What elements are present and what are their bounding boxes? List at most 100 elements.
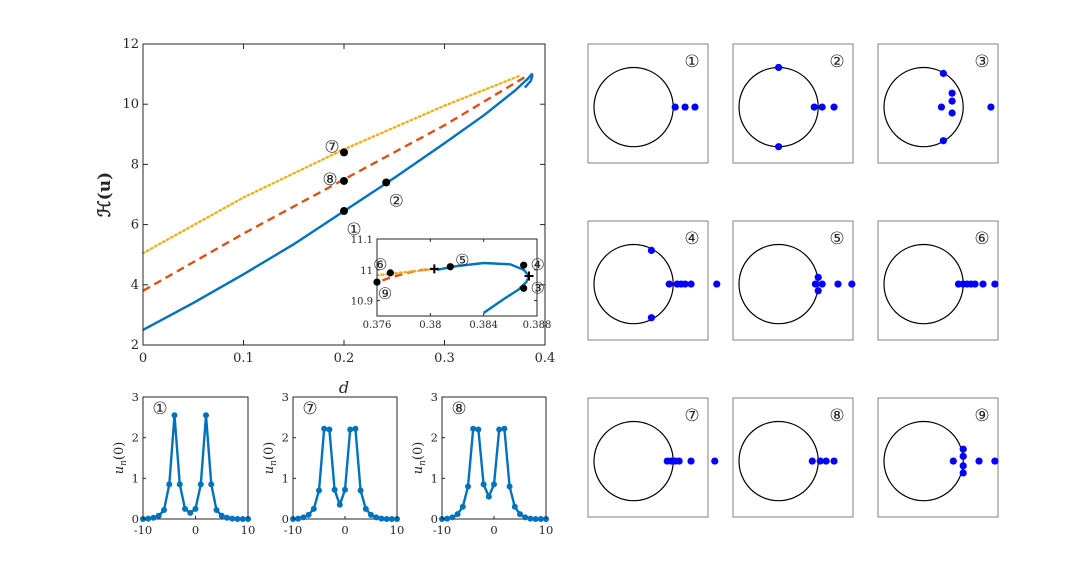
inset-xtick-label: 0.376 (363, 320, 392, 331)
profile-point (347, 426, 354, 433)
eigenvalue-point (681, 280, 689, 288)
profile-point (378, 515, 385, 522)
profile-line (142, 414, 248, 521)
eigenvalue-point (991, 280, 999, 288)
spectrum-panel-frame (877, 43, 999, 164)
inset-cross-marker (524, 271, 534, 281)
eigenvalue-point (818, 103, 826, 111)
inset-marker-point (520, 261, 528, 269)
profile-point (362, 505, 369, 512)
inset-curves (377, 261, 531, 314)
profile-point (496, 426, 503, 433)
profile-point (532, 516, 539, 522)
profile-xtick-label: -10 (134, 523, 153, 537)
profile-point (176, 481, 183, 488)
profile-title: ⑧ (451, 399, 466, 419)
profile-line (292, 427, 397, 521)
main-marker-label: ① (346, 220, 361, 240)
spectrum-panel: ③ (877, 43, 999, 164)
profile-point (295, 515, 302, 522)
profile-point (444, 515, 451, 522)
profile-title: ⑦ (302, 399, 317, 419)
profile-point (368, 511, 374, 518)
unit-circle (883, 420, 964, 502)
inset-marker-label: ④ (530, 255, 544, 274)
profile-xtick-label: -10 (433, 523, 452, 537)
eigenvalue-point (991, 457, 999, 465)
eigenvalue-point (848, 280, 856, 288)
profile-point (491, 481, 497, 488)
eigenvalue-point (834, 280, 842, 288)
main-xtick-label: 0.4 (535, 351, 556, 366)
profile-y-axis-label: un(0) (262, 442, 279, 475)
spectrum-panel-label: ⑥ (974, 229, 989, 249)
profile-point (511, 503, 518, 510)
inset-ytick-label: 11 (360, 266, 373, 277)
profile-point (475, 426, 482, 433)
profile-point (501, 425, 508, 432)
profile-point (316, 487, 322, 494)
profile-xtick-label: 0 (490, 523, 497, 537)
eigenvalue-point (937, 103, 946, 111)
eigenvalue-point (979, 280, 987, 288)
spectrum-panel-label: ② (829, 52, 844, 72)
eigenvalue-point (987, 103, 995, 111)
spectrum-panel-frame (732, 43, 854, 164)
profile-point (470, 425, 477, 432)
inset-xtick-label: 0.38 (419, 320, 441, 331)
spectrum-panel-label: ③ (974, 52, 989, 72)
eigenvalue-point (814, 287, 822, 295)
eigenvalue-point (691, 103, 699, 111)
profile-point (239, 516, 246, 522)
eigenvalue-point (971, 280, 979, 288)
inset-xtick-label: 0.388 (523, 320, 552, 331)
profile-ytick-label: 1 (431, 471, 438, 485)
profile-point (357, 487, 364, 494)
profile-point (213, 507, 220, 514)
unit-circle (883, 66, 964, 148)
profile-point (454, 511, 461, 518)
spectrum-panel-label: ⑤ (829, 229, 844, 249)
eigenvalue-point (975, 457, 983, 465)
eigenvalue-point (811, 280, 820, 288)
spectrum-panel-label: ④ (684, 229, 699, 249)
profile-ytick-label: 3 (132, 390, 139, 404)
main-ytick-label: 2 (131, 338, 139, 353)
profile-point (234, 516, 241, 522)
profile-point (150, 514, 157, 521)
main-ytick-label: 6 (131, 218, 139, 233)
eigenvalue-point (671, 103, 679, 111)
main-marker-point (382, 178, 391, 187)
spectrum-panel-label: ⑧ (829, 406, 844, 426)
profile-point (182, 505, 188, 512)
profile-point (326, 426, 333, 433)
profile-point (197, 481, 204, 488)
profile-ytick-label: 0 (282, 512, 289, 526)
inset-marker-point (386, 269, 394, 277)
inset-series-solid (436, 261, 531, 314)
inset-cross-marker (429, 264, 439, 274)
inset-plot-frame (376, 238, 538, 317)
profile-point (537, 516, 544, 522)
main-xtick-label: 0.3 (434, 351, 455, 366)
main-ytick-label: 4 (131, 278, 139, 293)
inset-marker-point (373, 278, 381, 286)
profile-ytick-label: 2 (132, 431, 139, 445)
main-xtick-label: 0 (139, 351, 147, 366)
spectrum-panel-label: ① (684, 52, 699, 72)
eigenvalue-point (808, 457, 816, 465)
eigenvalue-point (948, 89, 956, 97)
profile-ytick-label: 2 (431, 431, 438, 445)
inset-series-dotted (377, 267, 439, 277)
profile-point (336, 501, 343, 508)
inset-marker-label: ⑥ (373, 255, 387, 274)
profile-point (203, 412, 209, 419)
eigenvalue-point (681, 103, 689, 111)
unit-circle (593, 243, 674, 325)
inset-marker-label: ⑨ (378, 284, 392, 303)
main-marker-point (340, 176, 348, 185)
